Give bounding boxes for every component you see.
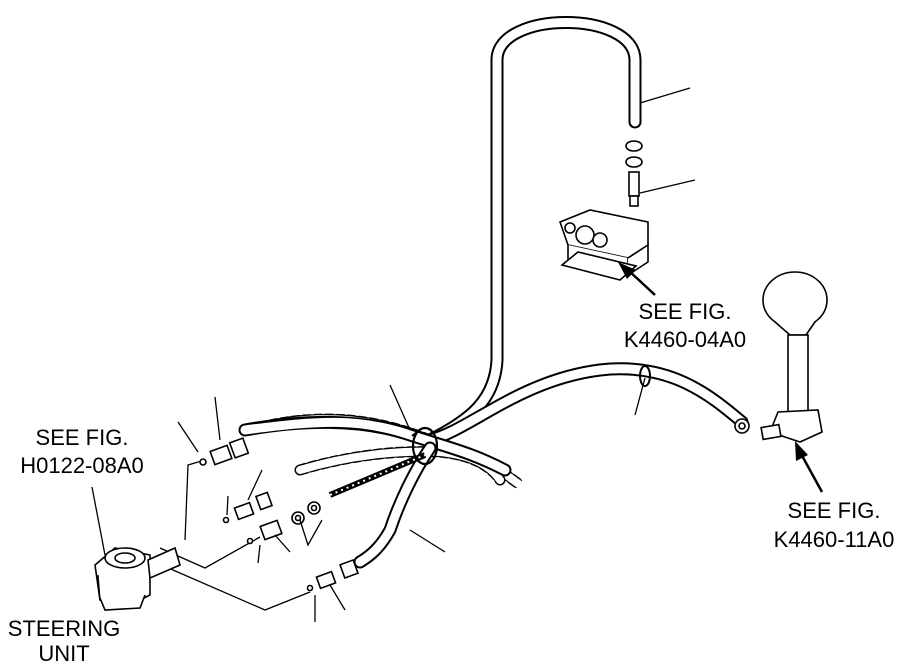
accumulator-hose — [423, 362, 749, 447]
steering-unit-label-line2: UNIT — [38, 641, 89, 663]
callout-left-line2: H0122-08A0 — [20, 453, 144, 478]
callout-left-line1: SEE FIG. — [36, 425, 129, 450]
callout-fig-k4460-11a0: SEE FIG. K4460-11A0 — [774, 498, 895, 552]
arrow-to-valve-block — [618, 262, 656, 296]
pilot-tube — [328, 452, 427, 498]
top-hose-fittings — [625, 140, 643, 207]
callout-top-line2: K4460-04A0 — [624, 327, 746, 352]
fitting-upper-left — [199, 437, 250, 466]
fitting-lower — [306, 559, 359, 592]
callout-steering-unit: STEERING UNIT — [8, 616, 120, 663]
fitting-middle-1 — [222, 491, 274, 524]
steering-plumbing-lines — [149, 459, 311, 611]
leader-lines — [91, 87, 696, 622]
callout-right-line1: SEE FIG. — [788, 498, 881, 523]
fitting-middle-2 — [246, 519, 283, 545]
arrow-to-accumulator-valve — [795, 441, 824, 493]
steering-pressure-hose — [238, 415, 512, 477]
hose-clamp-right — [639, 365, 651, 387]
valve-block — [558, 209, 649, 281]
steering-unit-label-line1: STEERING — [8, 616, 120, 641]
accumulator-hose-end-fitting — [734, 418, 750, 434]
accumulator — [760, 271, 828, 443]
callout-fig-h0122-08a0: SEE FIG. H0122-08A0 — [20, 425, 144, 478]
lower-hose — [353, 441, 437, 569]
fitting-washers — [291, 501, 321, 525]
callout-right-line2: K4460-11A0 — [774, 527, 895, 552]
steering-unit — [94, 546, 181, 611]
callout-fig-k4460-04a0: SEE FIG. K4460-04A0 — [624, 299, 746, 352]
callout-top-line1: SEE FIG. — [639, 299, 732, 324]
hose-clamp — [411, 426, 439, 466]
